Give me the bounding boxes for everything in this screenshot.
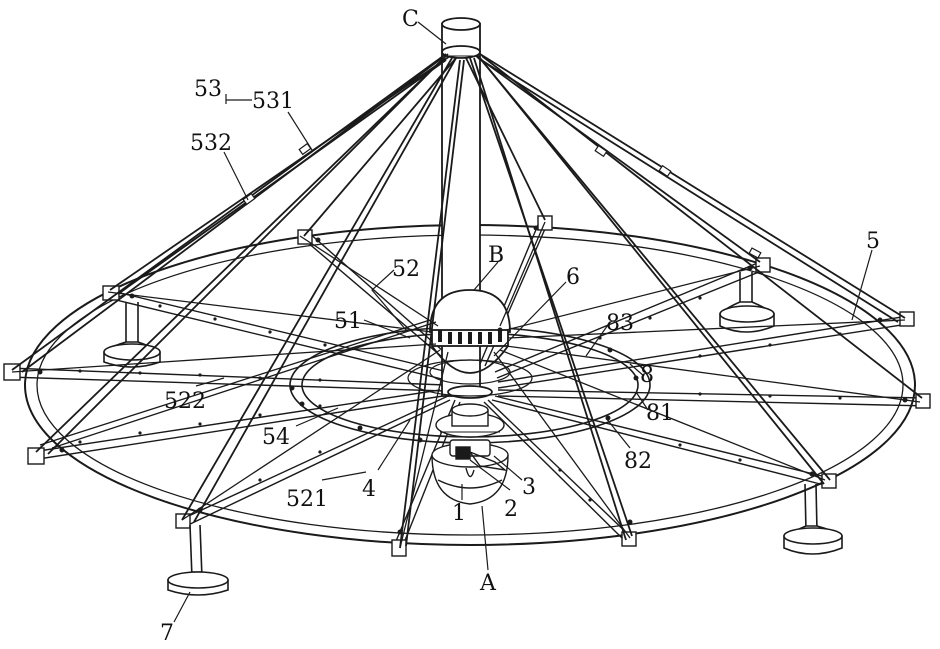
label-2: 2 bbox=[504, 497, 518, 522]
label-521: 521 bbox=[286, 487, 328, 512]
arm-left bbox=[8, 368, 445, 391]
label-54: 54 bbox=[262, 425, 290, 450]
label-53: 53 bbox=[194, 77, 222, 102]
leg-back-right bbox=[720, 272, 774, 332]
label-1: 1 bbox=[452, 501, 466, 526]
label-531: 531 bbox=[252, 89, 294, 114]
label-6: 6 bbox=[566, 265, 580, 290]
lower-gear-mount bbox=[436, 404, 504, 437]
label-C: C bbox=[402, 7, 419, 32]
label-81: 81 bbox=[646, 401, 674, 426]
label-8: 8 bbox=[640, 363, 654, 388]
label-82: 82 bbox=[624, 449, 652, 474]
base-motor-assembly bbox=[432, 440, 508, 504]
leg-front-left bbox=[168, 525, 228, 595]
leg-back-left bbox=[104, 302, 160, 367]
label-52: 52 bbox=[392, 257, 420, 282]
label-532: 532 bbox=[190, 131, 232, 156]
label-3: 3 bbox=[522, 475, 536, 500]
label-B: B bbox=[488, 243, 504, 268]
label-4: 4 bbox=[362, 477, 376, 502]
rib-joints bbox=[243, 144, 761, 258]
label-7: 7 bbox=[160, 621, 174, 646]
label-A: A bbox=[479, 571, 497, 596]
label-83: 83 bbox=[606, 311, 634, 336]
arm-right-mid bbox=[498, 390, 928, 406]
label-51: 51 bbox=[334, 309, 362, 334]
label-522: 522 bbox=[164, 389, 206, 414]
label-5: 5 bbox=[866, 229, 880, 254]
